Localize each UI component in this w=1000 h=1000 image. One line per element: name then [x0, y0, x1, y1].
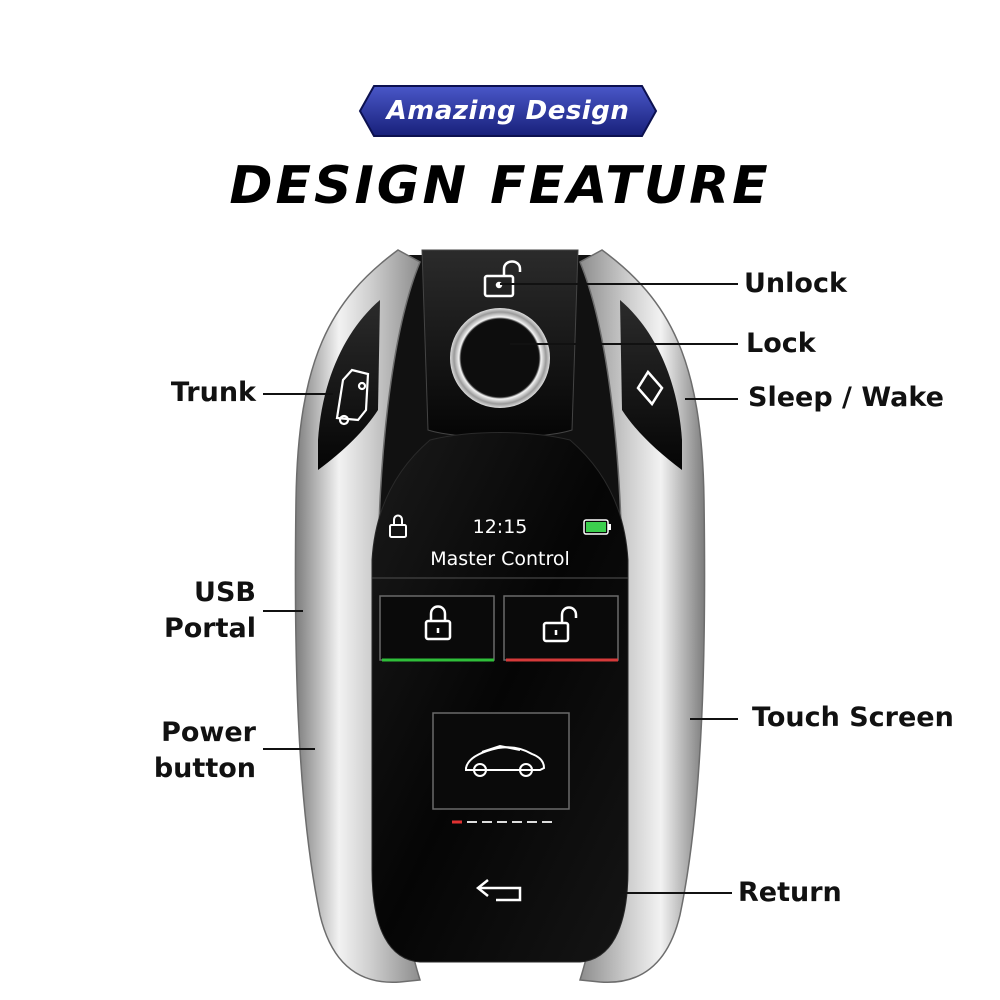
battery-icon — [583, 519, 611, 535]
car-icon — [465, 744, 546, 777]
label-touch-screen: Touch Screen — [752, 702, 954, 733]
car-tile — [432, 712, 570, 810]
page-title: DESIGN FEATURE — [229, 156, 771, 216]
leader-usb — [263, 610, 303, 612]
label-usb-line2: Portal — [163, 613, 256, 644]
leader-trunk — [263, 393, 333, 395]
leader-lock — [510, 343, 738, 345]
label-return: Return — [738, 877, 842, 908]
badge-shape — [358, 85, 658, 137]
diamond-icon — [636, 369, 664, 407]
leader-return — [620, 892, 732, 894]
unlock-tile — [503, 595, 619, 661]
label-trunk: Trunk — [170, 377, 256, 408]
unlock-icon — [542, 606, 578, 643]
label-unlock: Unlock — [744, 268, 847, 299]
label-sleep-wake: Sleep / Wake — [748, 382, 944, 413]
lock-icon — [424, 605, 452, 641]
trunk-icon — [335, 368, 370, 426]
status-lock-icon — [389, 514, 407, 538]
label-power-line2: button — [153, 753, 256, 784]
badge-label: Amazing Design — [386, 96, 630, 126]
screen-time: 12:15 — [472, 516, 528, 538]
return-arrow-icon — [475, 879, 522, 902]
label-power-line1: Power — [161, 717, 256, 748]
label-usb-line1: USB — [194, 577, 256, 608]
leader-power — [263, 748, 315, 750]
header-badge: Amazing Design — [358, 84, 658, 138]
leader-touch-screen — [690, 718, 738, 720]
leader-sleep-wake — [685, 398, 738, 400]
label-lock: Lock — [746, 328, 816, 359]
screen-mode-title: Master Control — [430, 548, 570, 570]
leader-unlock — [500, 283, 738, 285]
